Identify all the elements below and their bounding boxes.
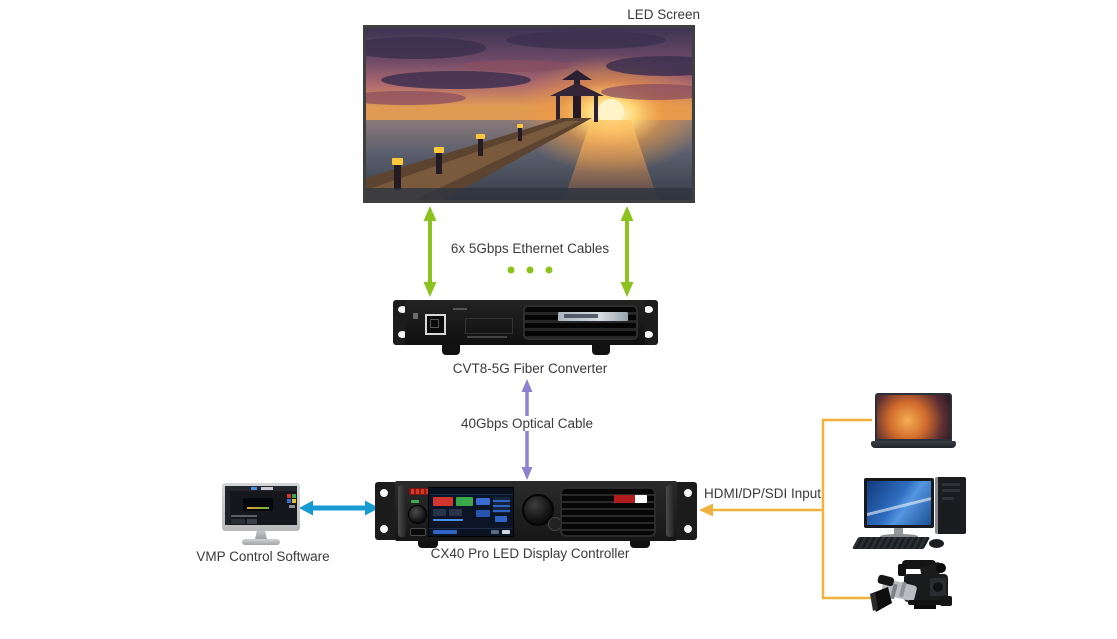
optical-cable-label: 40Gbps Optical Cable — [455, 416, 599, 431]
control-pc-label: VMP Control Software — [196, 549, 330, 564]
device-foot — [418, 541, 438, 548]
panel-marking — [453, 308, 467, 310]
front-handle-left — [398, 485, 406, 537]
led-screen-label: LED Screen — [627, 7, 700, 22]
pc-tower — [935, 477, 966, 534]
vmp-software-screen — [225, 486, 297, 525]
status-panel — [465, 318, 513, 334]
fiber-converter-chassis — [405, 300, 645, 345]
power-button — [408, 505, 427, 524]
pc-monitor-stand — [894, 528, 903, 535]
video-input-label: HDMI/DP/SDI Input — [703, 486, 821, 501]
model-strip — [558, 312, 628, 321]
touchscreen — [428, 487, 514, 537]
pc-keyboard — [851, 537, 931, 549]
front-handle-right — [666, 485, 674, 537]
video-camera-icon — [870, 560, 952, 612]
source-video-camera — [868, 556, 960, 622]
control-link-arrow — [299, 500, 379, 516]
video-input-arrowhead — [699, 503, 713, 517]
rack-ear-left — [375, 482, 397, 540]
usb-port — [410, 528, 426, 536]
reset-button — [413, 313, 418, 319]
brand-logo — [409, 488, 433, 495]
monitor-frame — [222, 483, 300, 531]
fiber-converter-label: CVT8-5G Fiber Converter — [452, 361, 608, 376]
vent-grille — [523, 305, 638, 340]
sunset-pier-image — [366, 28, 692, 200]
monitor-base — [242, 539, 280, 545]
controller-chassis — [395, 481, 677, 541]
rack-ear-right — [675, 482, 697, 540]
controller-label: CX40 Pro LED Display Controller — [430, 546, 630, 561]
device-foot — [630, 541, 650, 548]
vent-grille — [560, 487, 656, 537]
video-input-line — [711, 418, 878, 600]
pc-monitor-base — [880, 534, 918, 539]
led-screen-display — [363, 25, 695, 203]
laptop-base — [871, 441, 956, 448]
laptop-screen — [875, 393, 952, 441]
monitor-stand — [255, 531, 267, 539]
panel-marking — [467, 336, 507, 338]
pavilion-silhouette — [550, 70, 604, 122]
ethernet-ellipsis-dots — [507, 266, 553, 274]
power-led — [411, 500, 419, 503]
pc-monitor — [864, 478, 934, 528]
ethernet-arrow-right — [620, 206, 634, 297]
ethernet-port — [425, 314, 446, 335]
ethernet-arrow-left — [423, 206, 437, 297]
brand-badge — [614, 495, 647, 503]
device-foot — [442, 344, 460, 355]
device-foot — [592, 344, 610, 355]
pc-mouse — [929, 539, 944, 548]
ethernet-cables-label: 6x 5Gbps Ethernet Cables — [450, 241, 610, 256]
